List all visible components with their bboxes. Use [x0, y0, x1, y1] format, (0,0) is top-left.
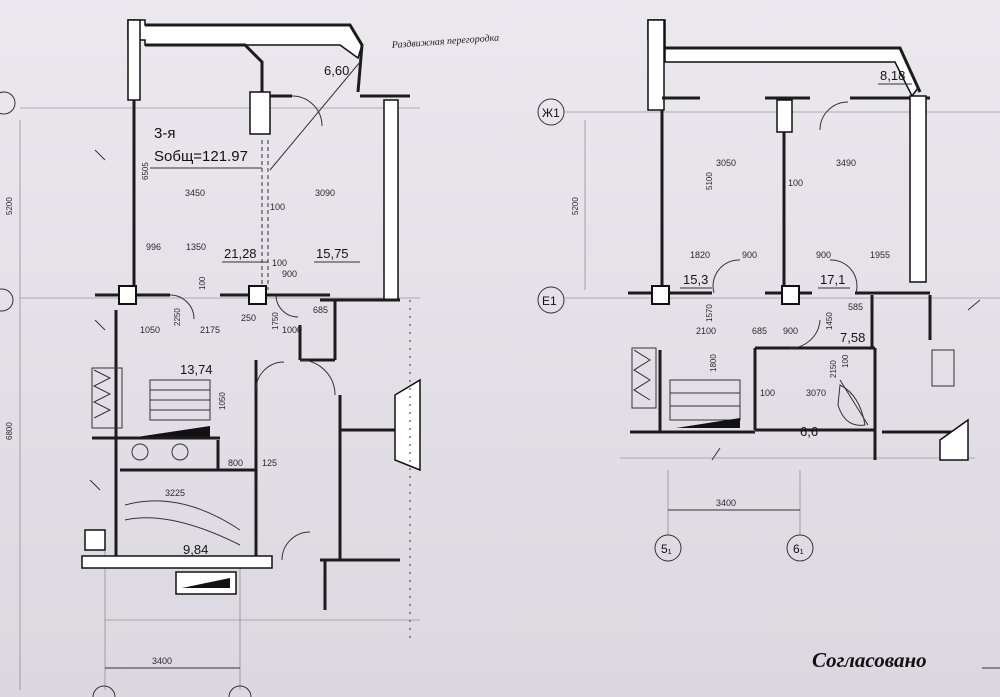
- dim-right-1955: 1955: [870, 250, 890, 260]
- dim-right-100b: 100: [841, 354, 850, 368]
- dim-right-1450: 1450: [825, 312, 834, 330]
- axis-6-1: 6₁: [793, 542, 804, 556]
- apartment-label: 3-я: [154, 125, 175, 142]
- dim-left-3090: 3090: [315, 188, 335, 198]
- dim-left-100c: 100: [198, 276, 207, 290]
- area-right-room-1: 15,3: [683, 272, 708, 287]
- dim-right-900a: 900: [742, 250, 757, 260]
- dim-right-2150: 2150: [829, 360, 838, 378]
- right-plan: Ж1 Е1 5₁ 6₁ 8,18 15,3 17,1 7,58 6,6 3050…: [537, 19, 1000, 562]
- dim-right-900c: 900: [783, 326, 798, 336]
- area-right-balcony: 8,18: [880, 68, 905, 83]
- dim-left-100a: 100: [270, 202, 285, 212]
- dim-left-800: 800: [228, 458, 243, 468]
- dim-right-685: 685: [752, 326, 767, 336]
- dim-right-1800: 1800: [709, 354, 718, 372]
- dim-left-6800: 6800: [5, 422, 14, 440]
- dim-right-3490: 3490: [836, 158, 856, 168]
- dim-left-3450: 3450: [185, 188, 205, 198]
- dim-left-125: 125: [262, 458, 277, 468]
- left-plan: Раздвижная перегородка 3-я Sобщ=121.97 6…: [0, 19, 499, 697]
- dim-left-100b: 100: [272, 258, 287, 268]
- dim-right-3400: 3400: [716, 498, 736, 508]
- dim-right-1570: 1570: [705, 304, 714, 322]
- approval-label: Согласовано: [812, 648, 927, 672]
- dim-left-1000: 1000: [282, 325, 302, 335]
- dim-right-3070: 3070: [806, 388, 826, 398]
- dim-left-1750: 1750: [271, 312, 280, 330]
- dim-right-5200: 5200: [571, 197, 580, 215]
- dim-left-3400: 3400: [152, 656, 172, 666]
- dim-left-2175: 2175: [200, 325, 220, 335]
- dim-left-996: 996: [146, 242, 161, 252]
- dim-right-100: 100: [788, 178, 803, 188]
- axis-e1: Е1: [542, 294, 557, 308]
- area-left-hall: 13,74: [180, 362, 213, 377]
- dim-left-6505: 6505: [141, 162, 150, 180]
- total-area: Sобщ=121.97: [154, 148, 248, 165]
- dim-right-1820: 1820: [690, 250, 710, 260]
- partition-note: Раздвижная перегородка: [390, 33, 499, 52]
- dim-right-3050: 3050: [716, 158, 736, 168]
- dim-right-585: 585: [848, 302, 863, 312]
- dim-right-5100: 5100: [705, 172, 714, 190]
- dim-left-5200: 5200: [5, 197, 14, 215]
- area-right-bath: 6,6: [800, 424, 818, 439]
- dim-left-2250: 2250: [173, 308, 182, 326]
- area-right-room-2: 17,1: [820, 272, 845, 287]
- axis-5-1: 5₁: [661, 542, 672, 556]
- area-right-hall: 7,58: [840, 330, 865, 345]
- axis-zh1: Ж1: [542, 106, 560, 120]
- dim-right-2100: 2100: [696, 326, 716, 336]
- dim-left-900: 900: [282, 269, 297, 279]
- dim-left-1050b: 1050: [218, 392, 227, 410]
- dim-left-3225: 3225: [165, 488, 185, 498]
- area-left-bath: 9,84: [183, 542, 208, 557]
- dim-left-1350: 1350: [186, 242, 206, 252]
- dim-right-900b: 900: [816, 250, 831, 260]
- dim-left-250: 250: [241, 313, 256, 323]
- area-left-room-1: 21,28: [224, 246, 257, 261]
- dim-left-1050a: 1050: [140, 325, 160, 335]
- area-left-balcony: 6,60: [324, 63, 349, 78]
- dim-left-685: 685: [313, 305, 328, 315]
- dim-right-100c: 100: [760, 388, 775, 398]
- area-left-room-2: 15,75: [316, 246, 349, 261]
